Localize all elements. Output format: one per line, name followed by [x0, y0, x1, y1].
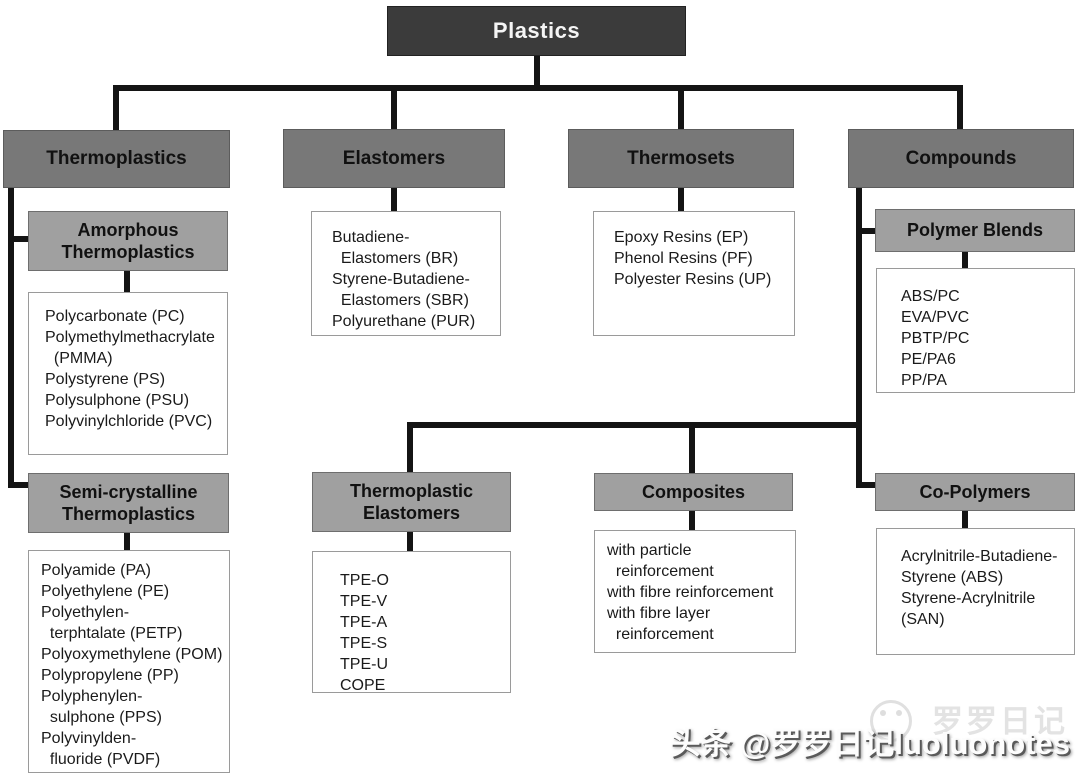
connector-left-trunk: [8, 186, 14, 488]
connector-stub-thermosets-list: [678, 187, 684, 212]
list-item: Polysulphone (PSU): [45, 392, 190, 409]
list-item: Polyethylene (PE): [41, 583, 170, 600]
list-item: Polyphenylen- sulphone (PPS): [41, 688, 162, 726]
polymer-blends-list: ABS/PC EVA/PVC PBTP/PC PE/PA6 PP/PA: [876, 268, 1075, 393]
list-item: Polystyrene (PS): [45, 371, 166, 388]
list-item: PE/PA6: [901, 351, 956, 368]
node-thermoplastics: Thermoplastics: [3, 130, 230, 188]
node-thermoplastics-label: Thermoplastics: [46, 148, 187, 169]
node-tpe-label: Thermoplastic Elastomers: [349, 480, 474, 524]
list-item: PP/PA: [901, 372, 947, 389]
node-co-polymers: Co-Polymers: [875, 473, 1075, 511]
connector-right-trunk: [856, 186, 862, 488]
co-polymers-list: Acrylnitrile-Butadiene- Styrene (ABS) St…: [876, 528, 1075, 655]
node-polymer-blends-label: Polymer Blends: [906, 220, 1044, 241]
list-item: TPE-A: [340, 614, 388, 631]
list-item: TPE-S: [340, 635, 388, 652]
list-item: Polyester Resins (UP): [614, 271, 772, 288]
connector-stub-copolymers-list: [962, 510, 968, 529]
list-item: Polyvinylchloride (PVC): [45, 413, 213, 430]
watermark: 罗罗日记 头条 @罗罗日记luoluonotes: [669, 700, 1071, 774]
connector-right-elbow-copolymers: [856, 482, 876, 488]
node-semi-crystalline-thermoplastics: Semi-crystalline Thermoplastics: [28, 473, 229, 533]
connector-mid-hbar: [407, 422, 862, 428]
panda-logo-ghost-icon: [870, 700, 912, 742]
node-plastics: Plastics: [387, 6, 686, 56]
connector-stub-amorphous-list: [124, 270, 130, 293]
connector-root-stem: [534, 55, 540, 88]
list-item: Epoxy Resins (EP): [614, 229, 749, 246]
list-item: Polyvinylden- fluoride (PVDF): [41, 730, 161, 768]
connector-drop-compounds: [957, 85, 963, 130]
amorphous-thermoplastics-list: Polycarbonate (PC) Polymethylmethacrylat…: [28, 292, 228, 455]
watermark-ghost-text: 罗罗日记: [932, 704, 1068, 739]
list-item: PBTP/PC: [901, 330, 970, 347]
connector-left-elbow-semi: [8, 482, 30, 488]
list-item: Polyoxymethylene (POM): [41, 646, 223, 663]
connector-mid-drop-composites: [689, 422, 695, 473]
node-semi-label: Semi-crystalline Thermoplastics: [59, 481, 198, 525]
list-item: with fibre layer reinforcement: [607, 605, 714, 643]
node-plastics-label: Plastics: [492, 18, 581, 43]
connector-mid-drop-tpe: [407, 422, 413, 473]
semi-crystalline-thermoplastics-list: Polyamide (PA) Polyethylene (PE) Polyeth…: [28, 550, 230, 773]
node-composites-label: Composites: [641, 481, 746, 502]
node-co-polymers-label: Co-Polymers: [919, 481, 1031, 502]
thermosets-list: Epoxy Resins (EP) Phenol Resins (PF) Pol…: [593, 211, 795, 336]
node-amorphous-thermoplastics: Amorphous Thermoplastics: [28, 211, 228, 271]
node-elastomers: Elastomers: [283, 129, 505, 188]
list-item: with particle reinforcement: [607, 542, 714, 580]
connector-stub-composites-list: [689, 510, 695, 531]
composites-list: with particle reinforcement with fibre r…: [594, 530, 796, 653]
thermoplastic-elastomers-list: TPE-O TPE-V TPE-A TPE-S TPE-U COPE: [312, 551, 511, 694]
list-item: Styrene-Acrylnitrile (SAN): [901, 590, 1036, 628]
node-thermosets: Thermosets: [568, 129, 794, 188]
list-item: Polypropylene (PP): [41, 667, 179, 684]
list-item: COPE: [340, 677, 386, 694]
list-item: Phenol Resins (PF): [614, 250, 753, 267]
node-elastomers-label: Elastomers: [342, 147, 446, 169]
list-item: Styrene-Butadiene- Elastomers (SBR): [332, 271, 470, 309]
connector-stub-tpe-list: [407, 531, 413, 552]
list-item: Acrylnitrile-Butadiene- Styrene (ABS): [901, 548, 1058, 586]
node-thermoplastic-elastomers: Thermoplastic Elastomers: [312, 472, 511, 532]
connector-top-hbar: [113, 85, 963, 91]
connector-stub-semi-list: [124, 532, 130, 551]
list-item: with fibre reinforcement: [607, 584, 774, 601]
elastomers-list: Butadiene- Elastomers (BR) Styrene-Butad…: [311, 211, 501, 336]
list-item: EVA/PVC: [901, 309, 970, 326]
list-item: Polyamide (PA): [41, 562, 151, 579]
list-item: Butadiene- Elastomers (BR): [332, 229, 459, 267]
list-item: Polyurethane (PUR): [332, 313, 476, 330]
watermark-text: 头条 @罗罗日记luoluonotes: [669, 726, 1071, 761]
list-item: Polymethylmethacrylate (PMMA): [45, 329, 215, 367]
list-item: ABS/PC: [901, 288, 960, 305]
node-compounds: Compounds: [848, 129, 1074, 188]
connector-right-elbow-blends: [856, 228, 876, 234]
node-amorphous-label: Amorphous Thermoplastics: [61, 219, 195, 263]
connector-stub-blends-list: [962, 251, 968, 269]
list-item: Polyethylen- terphtalate (PETP): [41, 604, 183, 642]
node-polymer-blends: Polymer Blends: [875, 209, 1075, 252]
connector-drop-thermosets: [678, 85, 684, 130]
node-thermosets-label: Thermosets: [627, 147, 735, 169]
connector-stub-elastomers-list: [391, 187, 397, 212]
list-item: TPE-O: [340, 572, 389, 589]
list-item: TPE-U: [340, 656, 388, 673]
list-item: TPE-V: [340, 593, 388, 610]
node-composites: Composites: [594, 473, 793, 511]
connector-drop-thermoplastics: [113, 85, 119, 130]
connector-drop-elastomers: [391, 85, 397, 130]
list-item: Polycarbonate (PC): [45, 308, 185, 325]
connector-left-elbow-amorphous: [8, 236, 30, 242]
node-compounds-label: Compounds: [905, 147, 1017, 169]
